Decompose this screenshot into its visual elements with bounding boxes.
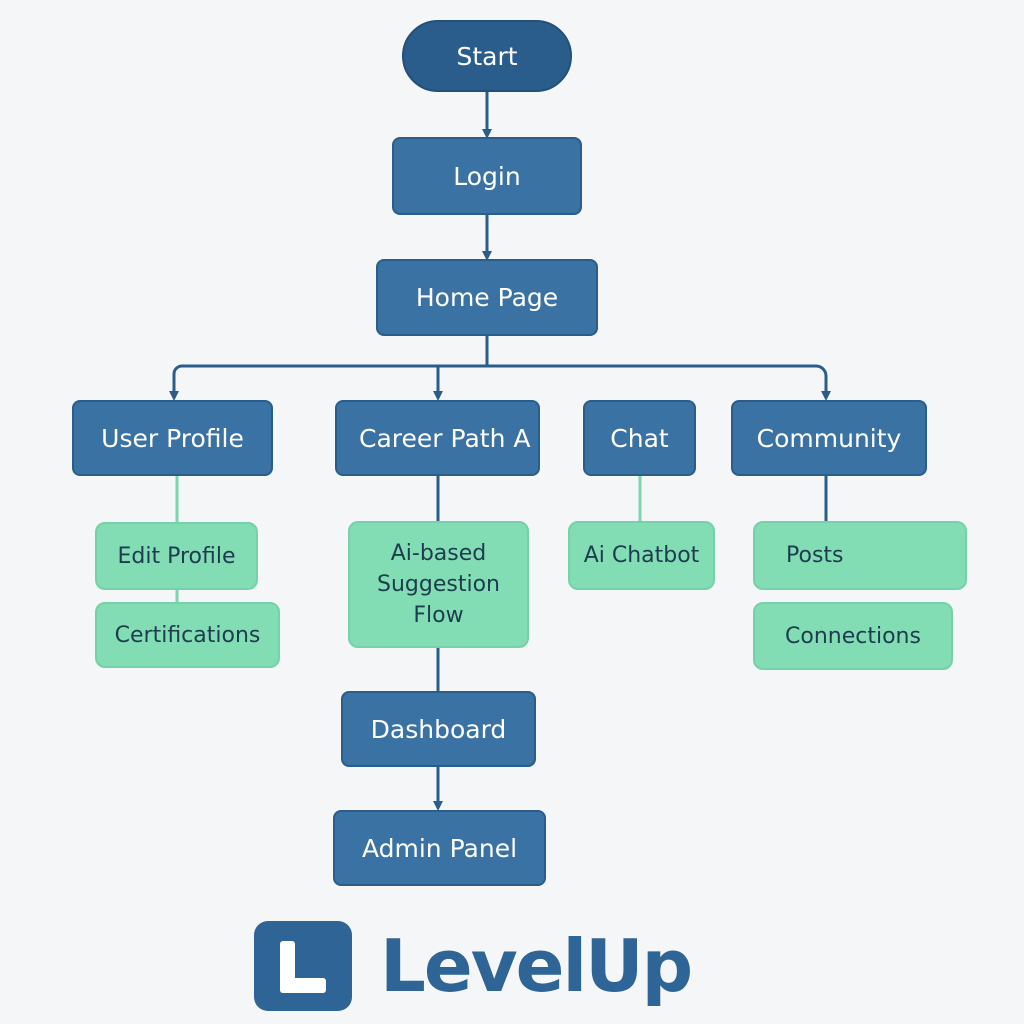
connections-node: Connections: [753, 602, 953, 670]
admin-panel-node: Admin Panel: [333, 810, 546, 886]
branch-connector: [172, 336, 828, 392]
posts-label: Posts: [786, 543, 844, 568]
login-label: Login: [453, 161, 521, 191]
logo-letter-l: [280, 941, 326, 993]
connections-label: Connections: [785, 623, 921, 649]
ai-chatbot-node: Ai Chatbot: [568, 521, 715, 590]
start-node: Start: [402, 20, 572, 92]
start-label: Start: [456, 41, 518, 71]
admin-panel-label: Admin Panel: [361, 833, 518, 863]
login-node: Login: [392, 137, 582, 215]
chat-node: Chat: [583, 400, 696, 476]
certifications-node: Certifications: [95, 602, 280, 668]
chat-label: Chat: [610, 423, 669, 453]
community-label: Community: [756, 423, 902, 453]
edit-profile-label: Edit Profile: [117, 543, 236, 569]
career-path-label: Career Path A: [359, 423, 531, 453]
home-page-node: Home Page: [376, 259, 598, 336]
community-node: Community: [731, 400, 927, 476]
posts-node: Posts: [753, 521, 967, 590]
career-path-node: Career Path A: [335, 400, 540, 476]
dashboard-label: Dashboard: [370, 714, 507, 744]
levelup-logo: LevelUp: [254, 920, 693, 1012]
ai-suggestion-node: Ai-based Suggestion Flow: [348, 521, 529, 648]
edit-profile-node: Edit Profile: [95, 522, 258, 590]
logo-wordmark: LevelUp: [380, 924, 693, 1008]
ai-suggestion-label: Ai-based Suggestion Flow: [377, 541, 500, 628]
logo-mark-icon: [254, 921, 352, 1011]
home-page-label: Home Page: [415, 283, 559, 312]
user-profile-label: User Profile: [101, 423, 244, 453]
dashboard-node: Dashboard: [341, 691, 536, 767]
ai-chatbot-label: Ai Chatbot: [583, 543, 700, 568]
certifications-label: Certifications: [114, 622, 261, 648]
user-profile-node: User Profile: [72, 400, 273, 476]
